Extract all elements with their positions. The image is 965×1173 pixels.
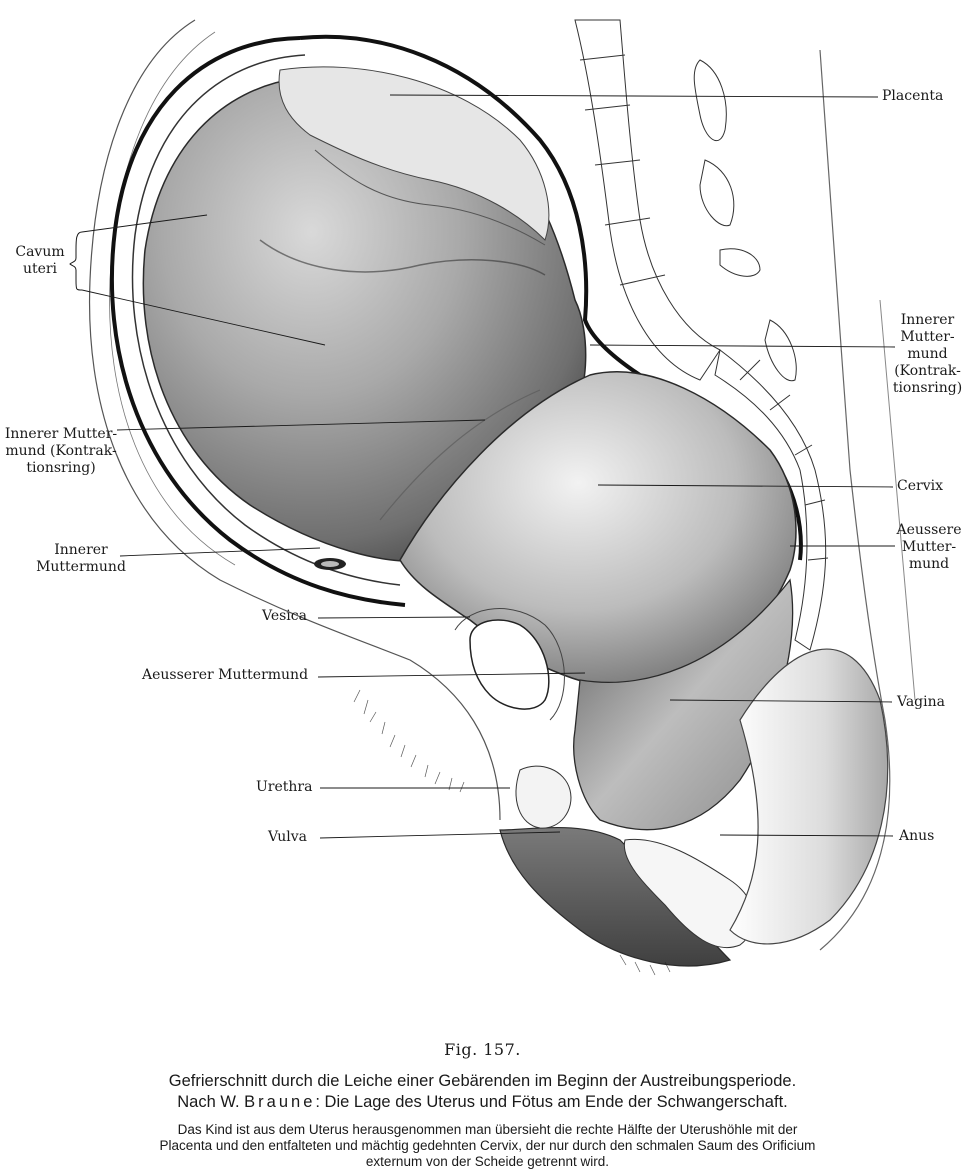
labia-shape (515, 765, 572, 829)
leader-vagina (669, 699, 893, 703)
uterine-wall-inner (131, 54, 401, 586)
label-innerer-muttermund-right: Innerer Mutter- mund (Kontrak- tionsring… (892, 312, 963, 396)
label-urethra: Urethra (256, 779, 313, 795)
uterine-wall (109, 36, 406, 607)
label-placenta: Placenta (882, 88, 944, 104)
bladder-vesica (469, 619, 550, 710)
label-anus: Anus (899, 828, 935, 844)
leader-innerer-low (119, 547, 321, 557)
caption-text-line: externum von der Scheide getrennt wird. (365, 1154, 610, 1169)
spine-sacrum (574, 19, 829, 651)
vulva-region (499, 826, 732, 967)
caption-title-line-1: Gefrierschnitt durch die Leiche einer Ge… (168, 1072, 797, 1090)
cavity-fold-shadow (259, 239, 546, 276)
leader-cervix (597, 484, 894, 488)
leader-cavum-2 (81, 289, 326, 346)
author-name: Braune (244, 1093, 316, 1111)
label-vagina: Vagina (897, 694, 945, 710)
caption-text-line: Das Kind ist aus dem Uterus herausgenomm… (177, 1122, 798, 1137)
label-aeussere-muttermund-right: Aeussere Mutter- mund (896, 522, 962, 572)
label-aeusserer-muttermund-left: Aeusserer Muttermund (142, 667, 309, 683)
cavum-bracket (69, 231, 83, 291)
anatomical-section-illustration (69, 19, 916, 976)
caption-title-line-2: Nach W. Braune: Die Lage des Uterus und … (177, 1093, 788, 1111)
caption-text-line: Placenta und den entfalteten und mächtig… (159, 1138, 816, 1153)
leader-cavum-1 (81, 214, 208, 233)
leader-aeusserer-left (317, 672, 586, 678)
leader-placenta (389, 94, 879, 98)
leader-anus (719, 834, 894, 837)
pubic-hair (353, 689, 671, 976)
label-innerer-muttermund-left: Innerer Mutter- mund (Kontrak- tionsring… (4, 426, 118, 476)
label-cavum-uteri: Cavum uteri (15, 244, 65, 277)
bladder-wall (454, 608, 565, 721)
kontraktionsring-shadow (379, 389, 541, 521)
leader-vesica (317, 616, 471, 619)
buttock (729, 648, 889, 945)
label-cervix: Cervix (897, 478, 943, 494)
perineal-body (623, 838, 755, 949)
placenta-fold (314, 149, 546, 246)
back-contour (819, 49, 891, 951)
caption-title: Gefrierschnitt durch die Leiche einer Ge… (0, 1071, 965, 1113)
intestinal-outlines (693, 59, 797, 382)
label-vesica: Vesica (262, 608, 307, 624)
caption-description: Das Kind ist aus dem Uterus herausgenomm… (70, 1122, 905, 1170)
leader-innerer-left (116, 419, 486, 431)
label-innerer-muttermund-low: Innerer Muttermund (36, 542, 126, 575)
label-vulva: Vulva (268, 829, 307, 845)
placenta (278, 66, 550, 241)
figure-number: Fig. 157. (444, 1040, 521, 1059)
abdominal-wall-outer (88, 19, 501, 821)
leader-innerer-right (589, 344, 896, 348)
leader-vulva (319, 831, 561, 839)
leader-lines (81, 94, 896, 839)
